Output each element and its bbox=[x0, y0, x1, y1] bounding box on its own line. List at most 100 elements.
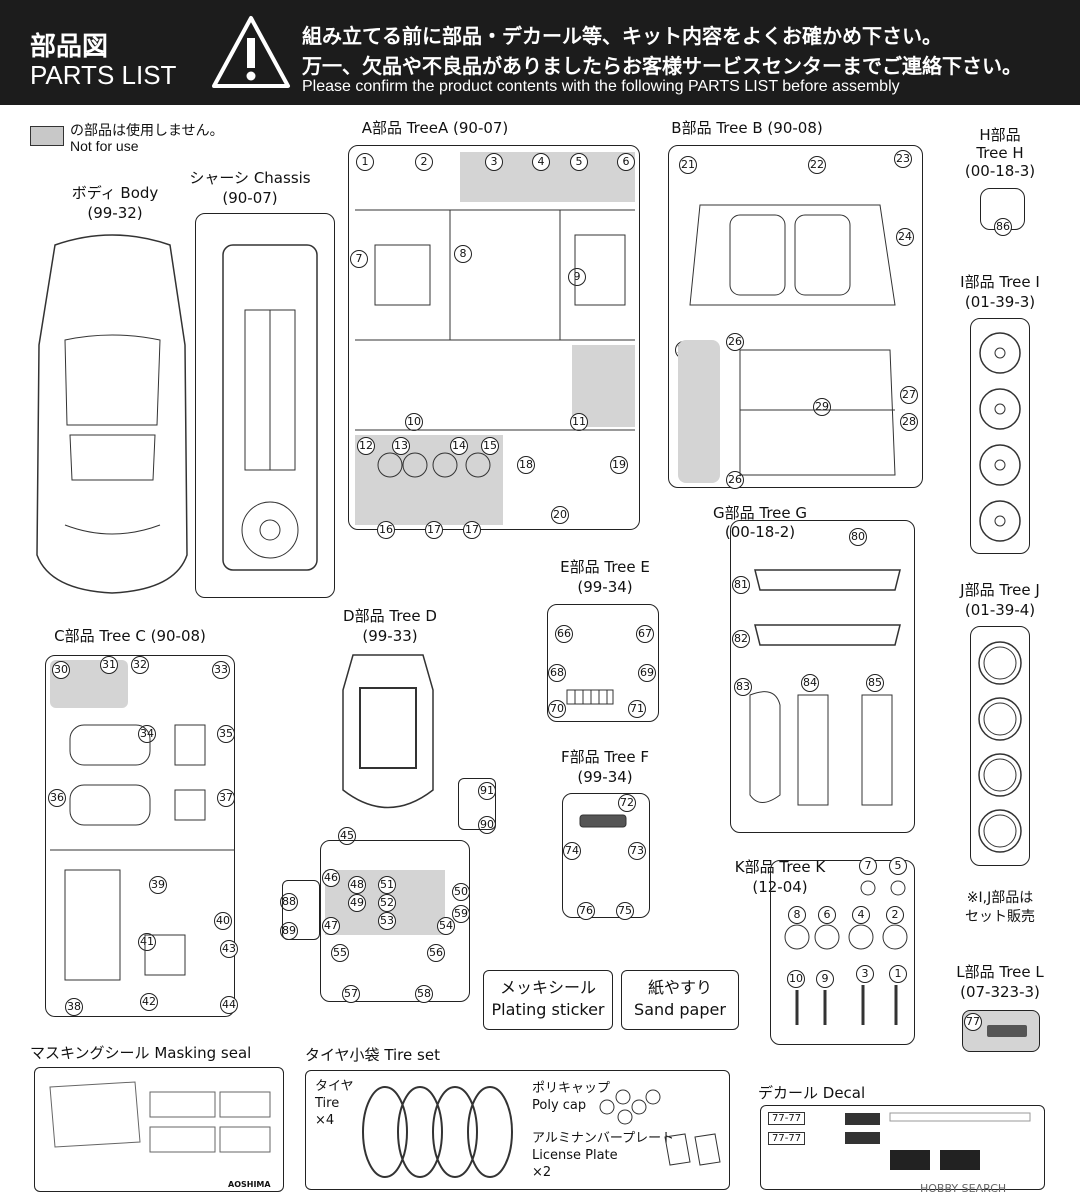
decal-plate-2: 77-77 bbox=[768, 1132, 806, 1145]
plating-jp: メッキシール bbox=[499, 978, 596, 997]
treeG-title: G部品 Tree G bbox=[712, 504, 808, 522]
license-plate-icon bbox=[664, 1133, 721, 1166]
tire-en: Tire bbox=[315, 1096, 340, 1111]
part-A12: 12 bbox=[357, 437, 375, 455]
part-A14: 14 bbox=[450, 437, 468, 455]
part-K2: 2 bbox=[886, 906, 904, 924]
part-D52: 52 bbox=[378, 894, 396, 912]
part-D54: 54 bbox=[437, 917, 455, 935]
treeE-grille bbox=[566, 689, 614, 705]
part-E71: 71 bbox=[628, 700, 646, 718]
part-C35: 35 bbox=[217, 725, 235, 743]
part-D46: 46 bbox=[322, 869, 340, 887]
part-K4: 4 bbox=[852, 906, 870, 924]
plating-sticker-box: メッキシール Plating sticker bbox=[483, 970, 613, 1030]
part-A16: 16 bbox=[377, 521, 395, 539]
part-D51: 51 bbox=[378, 876, 396, 894]
treeC-frame bbox=[45, 655, 235, 1017]
treeA-unused-row bbox=[355, 435, 503, 525]
treeI-frame bbox=[970, 318, 1030, 554]
part-B22: 22 bbox=[808, 156, 826, 174]
part-B23: 23 bbox=[894, 150, 912, 168]
treeC-title: C部品 Tree C (90-08) bbox=[54, 627, 206, 645]
decal-sheet bbox=[760, 1105, 1045, 1190]
treeD-title: D部品 Tree D bbox=[343, 607, 437, 625]
not-for-use-swatch bbox=[30, 126, 64, 146]
part-G82: 82 bbox=[732, 630, 750, 648]
treeH-code: (00-18-3) bbox=[964, 162, 1036, 180]
part-A10: 10 bbox=[405, 413, 423, 431]
treeA-frame bbox=[348, 145, 640, 530]
part-F75: 75 bbox=[616, 902, 634, 920]
part-G85: 85 bbox=[866, 674, 884, 692]
chassis-code: (90-07) bbox=[222, 189, 278, 207]
treeF-frame bbox=[562, 793, 650, 918]
part-K7: 7 bbox=[859, 857, 877, 875]
part-F73: 73 bbox=[628, 842, 646, 860]
part-D59: 59 bbox=[452, 905, 470, 923]
part-K9: 9 bbox=[816, 970, 834, 988]
masking-sheet bbox=[34, 1067, 284, 1192]
part-A7: 7 bbox=[350, 250, 368, 268]
part-D55: 55 bbox=[331, 944, 349, 962]
part-E68: 68 bbox=[548, 664, 566, 682]
polycap-icon bbox=[599, 1089, 661, 1125]
treeA-runners bbox=[355, 209, 635, 478]
part-C42: 42 bbox=[140, 993, 158, 1011]
part-C34: 34 bbox=[138, 725, 156, 743]
treeK-code: (12-04) bbox=[752, 878, 808, 896]
sandpaper-jp: 紙やすり bbox=[647, 978, 712, 997]
decal-title: デカール Decal bbox=[758, 1084, 866, 1102]
part-D57: 57 bbox=[342, 985, 360, 1003]
treeE-frame bbox=[547, 604, 659, 722]
part-E70: 70 bbox=[548, 700, 566, 718]
part-D50: 50 bbox=[452, 883, 470, 901]
set-note-2: セット販売 bbox=[965, 909, 1035, 925]
part-H86: 86 bbox=[994, 218, 1012, 236]
part-A20: 20 bbox=[551, 506, 569, 524]
part-B21: 21 bbox=[679, 156, 697, 174]
tireset-title: タイヤ小袋 Tire set bbox=[305, 1046, 440, 1064]
treeL-title: L部品 Tree L bbox=[956, 963, 1044, 981]
tire-jp: タイヤ bbox=[315, 1079, 354, 1094]
notice-line-2: 万一、欠品や不良品がありましたらお客様サービスセンターまでご連絡下さい。 bbox=[302, 54, 1022, 78]
part-C38: 38 bbox=[65, 998, 83, 1016]
treeB-frame bbox=[668, 145, 923, 488]
treeG-code: (00-18-2) bbox=[724, 523, 796, 541]
decal-plate-1: 77-77 bbox=[768, 1112, 806, 1125]
part-K1: 1 bbox=[889, 965, 907, 983]
treeL-emblem bbox=[987, 1025, 1027, 1037]
polycap-jp: ポリキャップ bbox=[532, 1081, 611, 1096]
treeD-code: (99-33) bbox=[362, 627, 418, 645]
part-B24: 24 bbox=[896, 228, 914, 246]
treeJ-frame bbox=[970, 626, 1030, 866]
part-A13: 13 bbox=[392, 437, 410, 455]
part-C30: 30 bbox=[52, 661, 70, 679]
body-title: ボディ Body bbox=[71, 184, 159, 202]
masking-title: マスキングシール Masking seal bbox=[30, 1044, 252, 1062]
treeH-title: H部品 bbox=[979, 126, 1021, 144]
part-G81: 81 bbox=[732, 576, 750, 594]
part-A15: 15 bbox=[481, 437, 499, 455]
part-C41: 41 bbox=[138, 933, 156, 951]
masking-illustration bbox=[49, 1081, 271, 1153]
part-A17b: 17 bbox=[463, 521, 481, 539]
part-D56: 56 bbox=[427, 944, 445, 962]
body-illustration bbox=[36, 234, 188, 594]
tire-icon bbox=[362, 1086, 513, 1178]
plate-qty: ×2 bbox=[532, 1165, 552, 1180]
treeE-title: E部品 Tree E bbox=[560, 558, 650, 576]
notice-line-1: 組み立てる前に部品・デカール等、キット内容をよくお確かめ下さい。 bbox=[302, 24, 942, 48]
tireset-panel bbox=[305, 1070, 730, 1190]
treeK-title: K部品 Tree K bbox=[734, 858, 826, 876]
title-jp: 部品図 bbox=[30, 32, 109, 62]
treeJ-code: (01-39-4) bbox=[964, 601, 1036, 619]
part-C40: 40 bbox=[214, 912, 232, 930]
sandpaper-en: Sand paper bbox=[634, 1000, 726, 1019]
part-C43: 43 bbox=[220, 940, 238, 958]
part-D48: 48 bbox=[348, 876, 366, 894]
part-A17a: 17 bbox=[425, 521, 443, 539]
title-en: PARTS LIST bbox=[30, 60, 177, 90]
treeG-illustration bbox=[749, 569, 901, 806]
tire-qty: ×4 bbox=[315, 1113, 335, 1128]
